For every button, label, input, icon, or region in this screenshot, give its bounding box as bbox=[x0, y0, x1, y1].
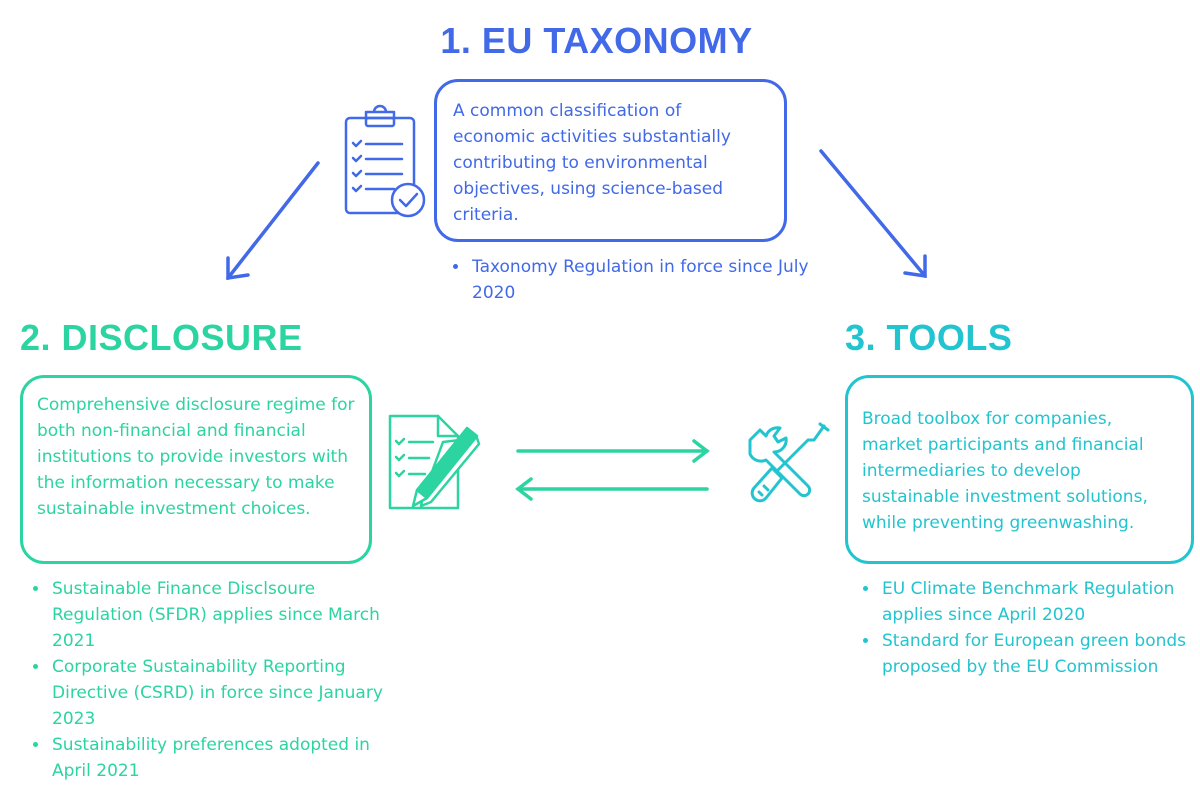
arrow-taxonomy-to-disclosure bbox=[226, 161, 320, 280]
tools-title: 3. TOOLS bbox=[845, 317, 1013, 358]
list-item: EU Climate Benchmark Regulation applies … bbox=[880, 576, 1200, 628]
disclosure-title: 2. DISCLOSURE bbox=[20, 317, 303, 358]
tools-bullets: EU Climate Benchmark Regulation applies … bbox=[850, 576, 1200, 680]
list-item: Taxonomy Regulation in force since July … bbox=[470, 254, 830, 306]
arrow-head-right bbox=[903, 254, 927, 279]
arrow-head-left bbox=[226, 256, 250, 281]
list-item: Standard for European green bonds propos… bbox=[880, 628, 1200, 680]
list-item: Sustainability preferences adopted in Ap… bbox=[50, 732, 410, 784]
taxonomy-bullets: Taxonomy Regulation in force since July … bbox=[440, 254, 830, 306]
disclosure-description: Comprehensive disclosure regime for both… bbox=[37, 395, 355, 519]
taxonomy-box: A common classification of economic acti… bbox=[434, 79, 787, 242]
clipboard-checklist-icon bbox=[340, 100, 430, 224]
list-item: Sustainable Finance Disclsoure Regulatio… bbox=[50, 576, 410, 654]
taxonomy-title: 1. EU TAXONOMY bbox=[440, 20, 753, 61]
wrench-screwdriver-icon bbox=[742, 420, 832, 514]
tools-box: Broad toolbox for companies, market part… bbox=[845, 375, 1194, 564]
document-pen-icon bbox=[385, 412, 485, 516]
arrow-taxonomy-to-tools bbox=[819, 149, 927, 278]
taxonomy-description: A common classification of economic acti… bbox=[453, 101, 731, 225]
disclosure-bullets: Sustainable Finance Disclsoure Regulatio… bbox=[20, 576, 410, 784]
list-item: Corporate Sustainability Reporting Direc… bbox=[50, 654, 410, 732]
disclosure-box: Comprehensive disclosure regime for both… bbox=[20, 375, 372, 564]
tools-description: Broad toolbox for companies, market part… bbox=[862, 409, 1148, 533]
